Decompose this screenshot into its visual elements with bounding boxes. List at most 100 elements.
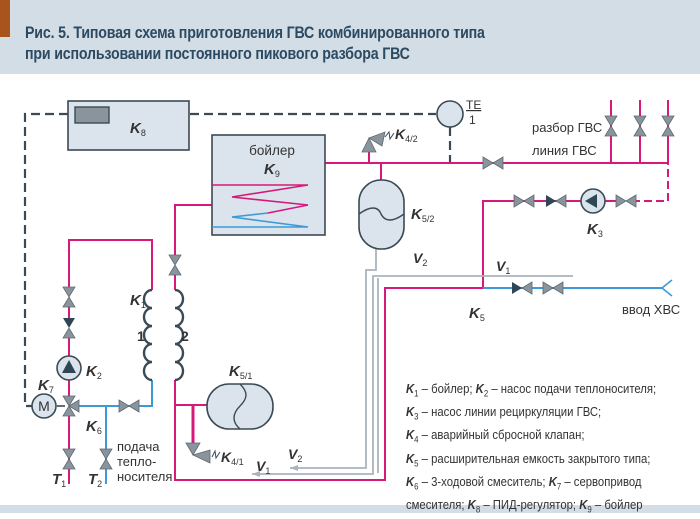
te-label-top: TE [466, 98, 481, 112]
label-v1-bottom: V1 [256, 458, 270, 476]
safety-valve-k41: K4/1 [185, 442, 244, 467]
legend-text: – насос линии рециркуляции ГВС; [418, 404, 602, 420]
label-k52: K5/2 [411, 206, 434, 224]
label-side-2: 2 [181, 328, 189, 344]
pump-k2[interactable] [56, 355, 82, 381]
legend-symbol: K1 [406, 381, 419, 399]
valve-k1-side2[interactable] [168, 254, 182, 276]
pipe-recirc-dashed [632, 163, 669, 202]
three-way-mixer-k6[interactable] [62, 395, 80, 417]
label-podacha-1: подача [117, 439, 160, 454]
safety-valve-k42: K4/2 [361, 126, 418, 153]
legend-text: – сервопривод [561, 473, 642, 489]
valve-hot-line[interactable] [482, 156, 504, 170]
pump-k3[interactable] [580, 188, 606, 214]
label-k5: K5 [469, 305, 485, 323]
legend-text: – бойлер [591, 496, 643, 512]
valve-heat-carrier[interactable] [118, 399, 140, 413]
pump-arrow-icon [585, 194, 597, 208]
boiler-coil-hot [212, 184, 309, 214]
pipe-coil-inlet [174, 204, 212, 255]
label-t1: T1 [52, 471, 66, 489]
tap-valve-3[interactable] [661, 115, 675, 137]
legend-symbol: K2 [475, 381, 489, 399]
boiler-coil-cold [212, 212, 309, 228]
pipe-recirc [482, 200, 620, 288]
legend-symbol: K7 [548, 473, 562, 492]
expansion-tank-k52: K5/2 [358, 179, 434, 250]
motor-label: M [38, 398, 50, 414]
valve-cold-inlet[interactable] [542, 281, 564, 295]
label-k42: K4/2 [395, 126, 418, 144]
figure-title: Рис. 5. Типовая схема приготовления ГВС … [25, 23, 485, 65]
valve-k1-side1[interactable] [62, 286, 76, 308]
legend-line: K3 – насос линии рециркуляции ГВС; [406, 403, 656, 426]
temperature-sensor-te1: TE 1 [436, 98, 481, 128]
label-k3: K3 [587, 221, 603, 239]
legend-text: – аварийный сбросной клапан; [418, 427, 585, 443]
legend: K1 – бойлер; K2 – насос подачи теплоноси… [406, 380, 656, 519]
legend-line: K1 – бойлер; K2 – насос подачи теплоноси… [406, 380, 656, 403]
pipe-v1 [252, 275, 573, 475]
valve-t2[interactable] [99, 448, 113, 470]
check-valve-left[interactable] [62, 318, 76, 339]
legend-symbol: K9 [579, 496, 592, 515]
label-liniya: линия ГВС [532, 143, 597, 158]
controller-k8: K8 [67, 100, 190, 151]
pump-arrow-icon [62, 360, 76, 373]
label-v2-top: V2 [413, 250, 427, 268]
pipe-k1-side1-bottom [79, 380, 153, 407]
accent-bar [0, 0, 10, 37]
cold-inlet-connector-icon [660, 279, 673, 297]
label-k6: K6 [86, 418, 102, 436]
tap-valve-1[interactable] [604, 115, 618, 137]
check-valve-recirc[interactable] [546, 194, 567, 208]
label-t2: T2 [88, 471, 102, 489]
legend-line: K6 – 3-ходовой смеситель; K7 – сервоприв… [406, 473, 656, 496]
label-vvod: ввод ХВС [622, 302, 680, 317]
label-k8: K8 [130, 120, 146, 138]
signal-lines [23, 112, 452, 408]
legend-text: – расширительная емкость закрытого типа; [418, 450, 651, 466]
legend-symbol: K8 [467, 496, 481, 515]
legend-symbol: K4 [406, 427, 419, 445]
arrow-v1-icon [252, 471, 260, 477]
label-podacha-2: тепло- [117, 454, 156, 469]
legend-line: K5 – расширительная емкость закрытого ти… [406, 450, 656, 473]
te-label-bottom: 1 [469, 113, 476, 127]
legend-symbol: K3 [406, 404, 419, 422]
legend-symbol: K5 [406, 450, 419, 469]
label-k2: K2 [86, 363, 102, 381]
label-v1-top: V1 [496, 258, 510, 276]
tap-valve-2[interactable] [633, 115, 647, 137]
label-k51: K5/1 [229, 363, 252, 381]
legend-text: – 3-ходовой смеситель; [418, 473, 549, 489]
legend-text: – ПИД-регулятор; [480, 496, 580, 512]
label-razbor: разбор ГВС [532, 120, 602, 135]
heat-exchanger-k1 [142, 288, 185, 382]
title-line-2: при использовании постоянного пикового р… [25, 45, 410, 63]
check-valve-cold[interactable] [512, 281, 533, 295]
legend-text: – насос подачи теплоносителя; [488, 381, 657, 396]
footer-band [0, 505, 700, 513]
valve-recirc-2[interactable] [615, 194, 637, 208]
label-side-1: 1 [137, 328, 145, 344]
label-v2-bottom: V2 [288, 446, 302, 464]
label-k7: K7 [38, 377, 54, 395]
legend-text: смесителя; [406, 496, 468, 512]
legend-line: K4 – аварийный сбросной клапан; [406, 426, 656, 449]
legend-symbol: K6 [406, 473, 419, 492]
signal-line-k8-to-motor [23, 112, 68, 408]
servo-motor-k7[interactable]: M [31, 393, 65, 419]
pipe-k1-side1-top [68, 239, 153, 290]
title-line-1: Рис. 5. Типовая схема приготовления ГВС … [25, 24, 485, 42]
label-k41: K4/1 [221, 449, 244, 467]
boiler-label: бойлер [249, 143, 295, 158]
header-band [0, 0, 700, 74]
valve-recirc-1[interactable] [513, 194, 535, 208]
valve-t1[interactable] [62, 448, 76, 470]
expansion-tank-k51: K5/1 [206, 363, 274, 430]
legend-line: смесителя; K8 – ПИД-регулятор; K9 – бойл… [406, 496, 656, 519]
arrow-v2-icon [290, 465, 298, 471]
